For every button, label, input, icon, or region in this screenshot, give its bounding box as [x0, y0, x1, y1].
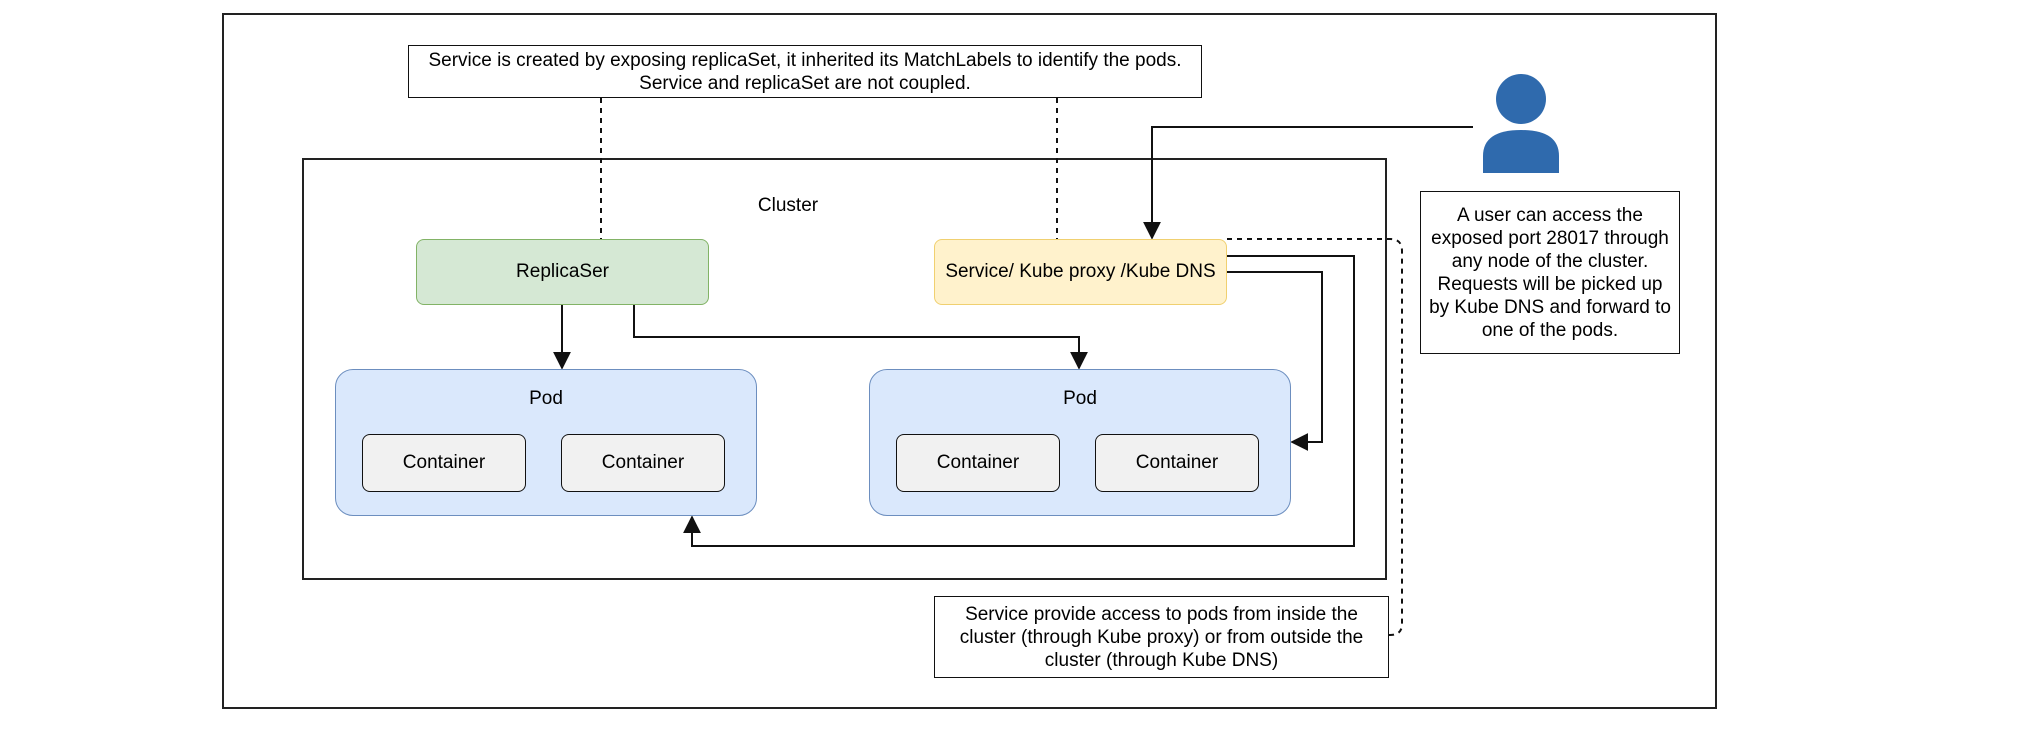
container-node[interactable]: Container — [1095, 434, 1259, 492]
note-user-access: A user can access the exposed port 28017… — [1420, 191, 1680, 354]
container-node[interactable]: Container — [362, 434, 526, 492]
container-node[interactable]: Container — [896, 434, 1060, 492]
replicaset-node[interactable]: ReplicaSer — [416, 239, 709, 305]
outer-frame — [222, 13, 1717, 709]
note-service-exposing: Service is created by exposing replicaSe… — [408, 45, 1202, 98]
cluster-boundary — [302, 158, 1387, 580]
pod-label: Pod — [1063, 388, 1097, 409]
cluster-label: Cluster — [757, 195, 819, 216]
pod-label: Pod — [529, 388, 563, 409]
arrow-user-service — [1143, 126, 1473, 240]
user-person-icon — [1483, 74, 1559, 173]
arrow-service-pod2 — [1227, 271, 1323, 451]
container-node[interactable]: Container — [561, 434, 725, 492]
pod-node[interactable]: Pod Container Container — [335, 369, 757, 516]
note-service-access: Service provide access to pods from insi… — [934, 596, 1389, 678]
arrow-service-pod1 — [683, 255, 1355, 547]
arrow-replicaset-pod2 — [633, 305, 1088, 370]
service-node[interactable]: Service/ Kube proxy /Kube DNS — [934, 239, 1227, 305]
pod-node[interactable]: Pod Container Container — [869, 369, 1291, 516]
